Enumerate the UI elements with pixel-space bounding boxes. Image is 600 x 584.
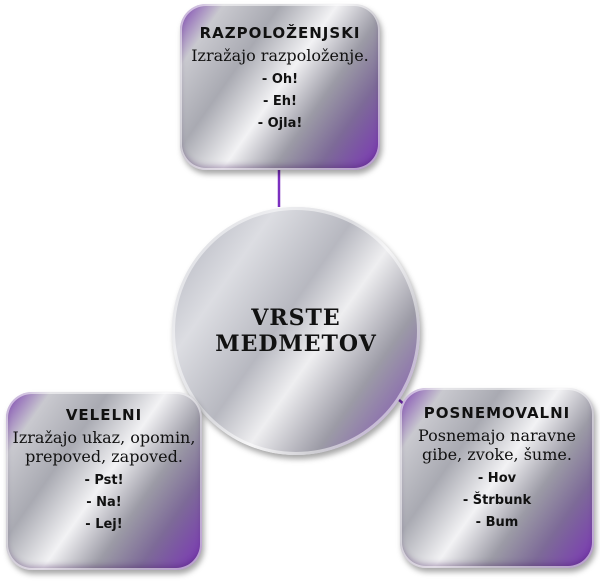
node-title: VELELNI xyxy=(65,406,143,424)
node-razpolozenjski: RAZPOLOŽENJSKI Izražajo razpoloženje. - … xyxy=(180,4,380,170)
node-description: Posnemajo naravne gibe, zvoke, šume. xyxy=(418,426,576,464)
example: - Pst! xyxy=(84,473,124,488)
center-title-line2: MEDMETOV xyxy=(215,331,377,357)
node-description: Izražajo ukaz, opomin, prepoved, zapoved… xyxy=(12,428,196,466)
node-velelni: VELELNI Izražajo ukaz, opomin, prepoved,… xyxy=(6,392,202,570)
example: - Štrbunk xyxy=(462,493,532,508)
center-title-line1: VRSTE xyxy=(251,305,341,331)
example: - Oh! xyxy=(261,72,299,87)
example: - Ojla! xyxy=(257,116,303,131)
center-node: VRSTE MEDMETOV xyxy=(172,207,420,455)
node-posnemovalni: POSNEMOVALNI Posnemajo naravne gibe, zvo… xyxy=(400,388,594,568)
example: - Bum xyxy=(475,515,519,530)
node-title: POSNEMOVALNI xyxy=(423,404,571,422)
node-title: RAZPOLOŽENJSKI xyxy=(199,24,361,42)
example: - Hov xyxy=(477,471,517,486)
example: - Eh! xyxy=(263,94,297,109)
example: - Lej! xyxy=(85,517,123,532)
example: - Na! xyxy=(86,495,122,510)
node-description: Izražajo razpoloženje. xyxy=(191,46,369,65)
